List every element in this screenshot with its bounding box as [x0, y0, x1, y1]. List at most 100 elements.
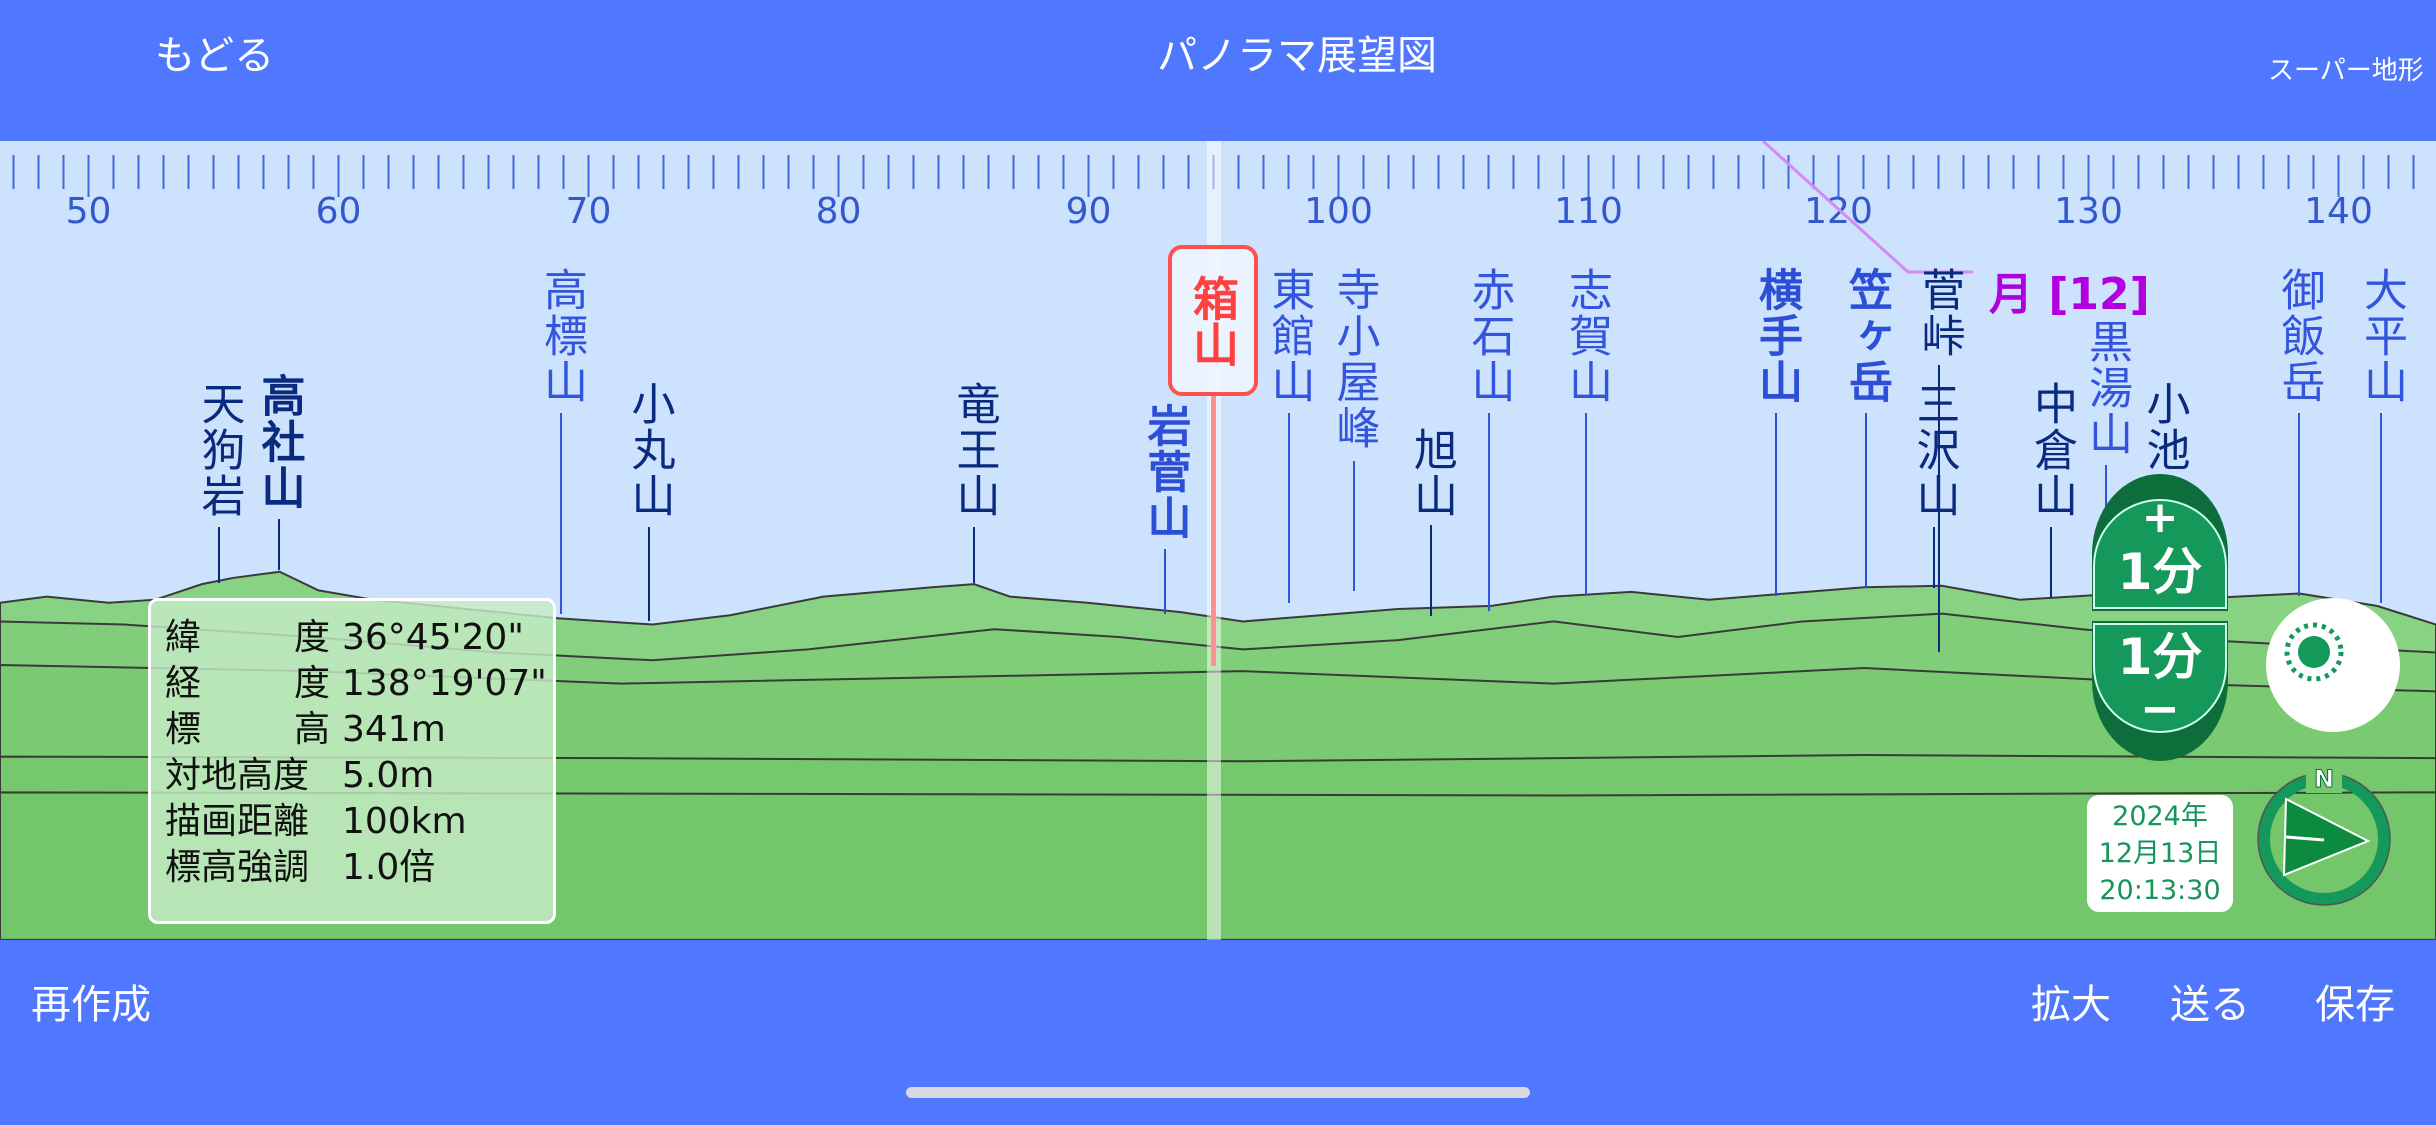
date-year: 2024年 [2112, 801, 2208, 832]
info-key: 対地高度 [165, 755, 310, 796]
info-row: 標 高 341m [165, 707, 553, 753]
info-key-char: 緯 [165, 617, 202, 658]
ruler-label: 70 [565, 191, 612, 232]
compass-button[interactable]: N [2256, 765, 2392, 907]
page-title: パノラマ展望図 [1157, 33, 1437, 79]
bearing-ruler [12, 155, 2415, 197]
info-key: 緯度 [165, 615, 330, 661]
moon-label: 月 [12] [1989, 269, 2150, 320]
peak-label[interactable]: 笠ヶ岳 [1841, 267, 1892, 405]
peak-label[interactable]: 黒湯山 [2081, 319, 2132, 457]
peak-label[interactable]: 高標山 [536, 267, 587, 405]
info-key: 描画距離 [165, 801, 310, 842]
peak-marker-line [277, 519, 280, 570]
peak-label[interactable]: 天狗岩 [193, 381, 245, 519]
peak-marker-line [1585, 413, 1587, 596]
plus-button-shape [2092, 474, 2228, 611]
ruler-label: 80 [815, 191, 862, 232]
info-key-char: 高 [293, 709, 330, 750]
peak-label[interactable]: 中倉山 [2026, 381, 2077, 519]
ruler-label: 60 [315, 191, 362, 232]
plus-step-label: 1分 [2117, 543, 2203, 601]
home-indicator[interactable] [906, 1087, 1530, 1098]
peak-label[interactable]: 大平山 [2356, 267, 2407, 405]
peak-marker-line [217, 527, 220, 583]
zoom-button[interactable]: 拡大 [2031, 982, 2111, 1028]
minus-step-label: 1分 [2117, 628, 2203, 686]
selected-peak-label[interactable]: 箱山 [1168, 245, 1258, 396]
ruler-label: 50 [65, 191, 112, 232]
peak-marker-line [1937, 365, 1940, 652]
info-value: 1.0倍 [342, 847, 436, 888]
info-row: 描画距離 100km [165, 799, 553, 845]
info-key-char: 経 [165, 663, 202, 704]
peak-label[interactable]: 岩菅山 [1139, 403, 1191, 541]
info-key-char: 度 [293, 663, 330, 704]
peak-label[interactable]: 竜王山 [948, 381, 1000, 519]
peak-label[interactable]: 菅峠 [1913, 267, 1965, 359]
save-button[interactable]: 保存 [2315, 982, 2395, 1028]
info-value: 100km [342, 801, 467, 842]
peak-marker-line [972, 527, 975, 583]
info-key-char: 標 [165, 709, 202, 750]
back-button[interactable]: もどる [155, 33, 275, 79]
info-key: 標高強調 [165, 847, 310, 888]
info-value: 138°19'07" [342, 663, 547, 704]
ruler-label: 140 [2304, 191, 2373, 232]
peak-label[interactable]: 小丸山 [623, 381, 675, 519]
peak-label[interactable]: 東館山 [1263, 267, 1315, 405]
ruler-label: 120 [1804, 191, 1873, 232]
ruler-label: 110 [1554, 191, 1623, 232]
info-row: 標高強調 1.0倍 [165, 845, 553, 891]
peak-marker-line [1287, 413, 1290, 603]
date-time: 20:13:30 [2099, 875, 2221, 906]
date-day: 12月13日 [2098, 838, 2222, 869]
peak-label[interactable]: 三沢山 [1908, 381, 1960, 519]
peak-label[interactable]: 赤石山 [1463, 267, 1515, 405]
send-button[interactable]: 送る [2170, 982, 2250, 1028]
info-row: 対地高度 5.0m [165, 753, 553, 799]
ruler-label: 100 [1304, 191, 1373, 232]
info-value: 341m [342, 709, 446, 750]
minus-sign: − [2139, 681, 2181, 737]
peak-label[interactable]: 志賀山 [1561, 267, 1612, 405]
peak-marker-line [1352, 461, 1355, 591]
recreate-button[interactable]: 再作成 [31, 982, 151, 1028]
peak-label[interactable]: 小池 [2138, 381, 2190, 473]
peak-label[interactable]: 横手山 [1751, 267, 1802, 405]
selected-bearing-line [1211, 396, 1216, 666]
peak-marker-line [2050, 527, 2052, 598]
peak-marker-line [1775, 413, 1777, 596]
top-bar: もどる パノラマ展望図 スーパー地形 [0, 0, 2436, 141]
peak-marker-line [2380, 413, 2382, 603]
plus-1-minute-button[interactable]: + 1分 [2090, 474, 2230, 611]
peak-marker-line [1487, 413, 1490, 611]
minus-button-shape [2092, 621, 2228, 761]
peak-marker-line [2297, 413, 2300, 596]
super-terrain-button[interactable]: スーパー地形 [2268, 56, 2424, 86]
info-value: 5.0m [342, 755, 435, 796]
info-key-char: 度 [293, 617, 330, 658]
info-value: 36°45'20" [342, 617, 524, 658]
peak-marker-line [1932, 527, 1935, 588]
peak-marker-line [1430, 525, 1432, 616]
datetime-display[interactable]: 2024年 12月13日 20:13:30 [2087, 795, 2233, 912]
compass-north-label: N [2313, 765, 2335, 794]
sun-moon-icon [2284, 622, 2384, 712]
compass-icon [2257, 771, 2391, 906]
peak-marker-line [1163, 549, 1166, 614]
peak-label[interactable]: 旭山 [1406, 427, 1457, 519]
sun-moon-button[interactable] [2266, 598, 2400, 732]
moon-path [1761, 141, 1973, 274]
peak-label[interactable]: 御飯岳 [2273, 267, 2325, 405]
peak-label[interactable]: 高社山 [253, 373, 305, 511]
ruler-label: 90 [1065, 191, 1112, 232]
peak-label[interactable]: 寺小屋峰 [1328, 267, 1380, 451]
info-key: 経度 [165, 661, 330, 707]
minus-1-minute-button[interactable]: 1分 − [2090, 621, 2230, 761]
plus-sign: + [2141, 492, 2179, 543]
